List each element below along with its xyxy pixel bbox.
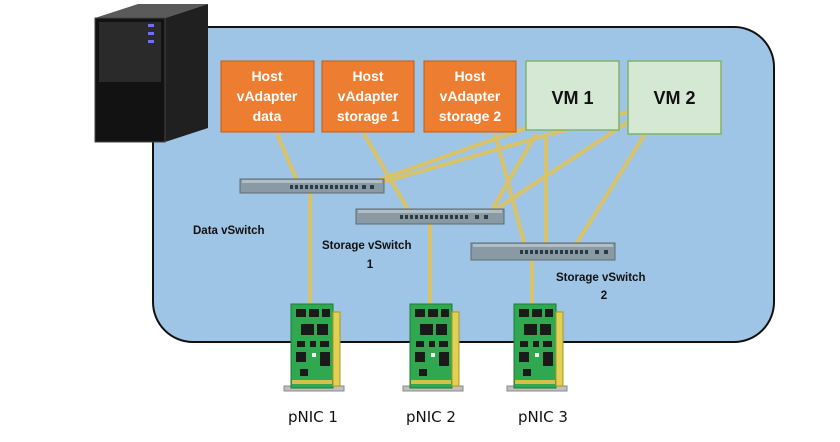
- host-adapter-data: Host vAdapter data: [220, 60, 315, 133]
- host-adapter-storage-2-line-2: vAdapter: [440, 88, 501, 104]
- switch-icon: [239, 178, 385, 194]
- links: [275, 110, 647, 310]
- pnic-1-label: pNIC 1: [288, 408, 338, 426]
- storage-vswitch-2-number: 2: [601, 290, 607, 302]
- network-card-icon: [506, 303, 568, 392]
- link-vm1-to-data-vswitch: [369, 126, 527, 185]
- server-icon: [94, 4, 208, 143]
- host-adapter-storage-1-line-2: vAdapter: [338, 88, 399, 104]
- link-vm2-to-storage-vswitch-2: [573, 132, 647, 248]
- vm-1-label: VM 1: [551, 88, 593, 108]
- host-adapter-storage-1: Host vAdapter storage 1: [321, 60, 415, 133]
- link-storage2-adapter-to-storage-vswitch-2: [493, 133, 527, 247]
- host-adapter-data-line-3: data: [253, 108, 282, 124]
- network-card-icon: [402, 303, 464, 392]
- host-adapter-storage-2-line-3: storage 2: [439, 108, 501, 124]
- link-data-adapter-to-data-vswitch: [275, 133, 300, 184]
- link-vm2-to-storage-vswitch-1: [488, 120, 630, 215]
- host-adapter-storage-1-line-1: Host: [352, 68, 383, 84]
- storage-vswitch-1-label: Storage vSwitch: [322, 240, 411, 252]
- pnic-3-label: pNIC 3: [518, 408, 568, 426]
- pnic-2-label: pNIC 2: [406, 408, 456, 426]
- storage-vswitch-2-label: Storage vSwitch: [556, 272, 645, 284]
- data-vswitch-label: Data vSwitch: [193, 225, 265, 237]
- switch-icon: [470, 242, 616, 261]
- vm-2: VM 2: [627, 60, 722, 135]
- host-adapter-storage-2: Host vAdapter storage 2: [423, 60, 517, 133]
- host-adapter-storage-2-line-1: Host: [454, 68, 485, 84]
- link-storage1-adapter-to-storage-vswitch-1: [362, 132, 412, 215]
- host-adapter-data-line-1: Host: [251, 68, 282, 84]
- host-adapter-storage-1-line-3: storage 1: [337, 108, 399, 124]
- vm-1: VM 1: [525, 60, 620, 131]
- network-card-icon: [283, 303, 345, 392]
- storage-vswitch-1-number: 1: [367, 259, 374, 271]
- link-vm1-to-storage-vswitch-1: [488, 132, 538, 215]
- switch-icon: [355, 208, 505, 225]
- vm-2-label: VM 2: [653, 88, 695, 108]
- host-adapter-data-line-2: vAdapter: [237, 88, 298, 104]
